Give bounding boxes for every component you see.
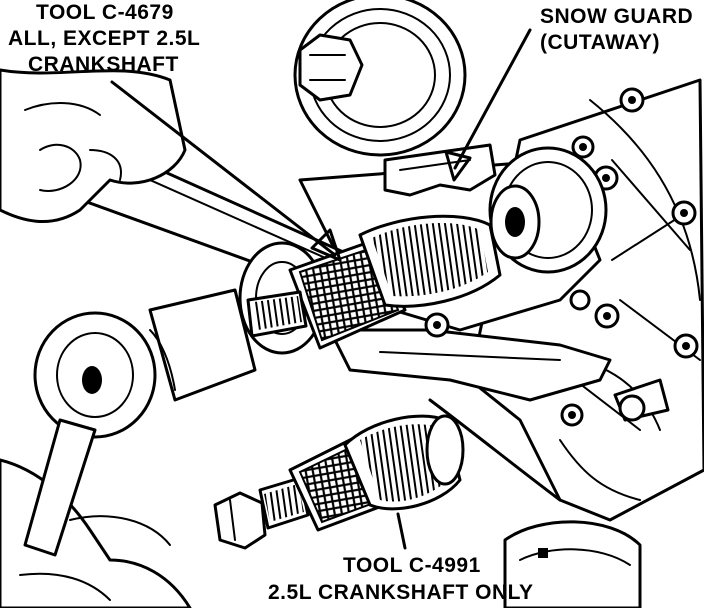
belt-edge (428, 398, 562, 502)
upper-hand (0, 68, 187, 224)
leader-lines (110, 28, 532, 550)
crankshaft-snout (488, 146, 608, 274)
label-snow-guard-line2: (CUTAWAY) (540, 31, 660, 54)
lower-pulley (503, 520, 642, 610)
lower-hand (0, 418, 192, 610)
tool-c4679 (238, 214, 502, 355)
ratchet-socket (33, 288, 257, 439)
label-tool-c4679-line3: CRANKSHAFT (28, 53, 179, 76)
tool-c4991 (213, 414, 465, 550)
upper-pulley (293, 0, 467, 157)
label-tool-c4679-line1: TOOL C-4679 (36, 1, 174, 24)
label-tool-c4991-line1: TOOL C-4991 (343, 554, 481, 577)
label-tool-c4991-line2: 2.5L CRANKSHAFT ONLY (268, 581, 534, 604)
label-snow-guard-line1: SNOW GUARD (540, 5, 694, 28)
label-tool-c4679-line2: ALL, EXCEPT 2.5L (8, 27, 201, 50)
bracket (328, 312, 612, 402)
